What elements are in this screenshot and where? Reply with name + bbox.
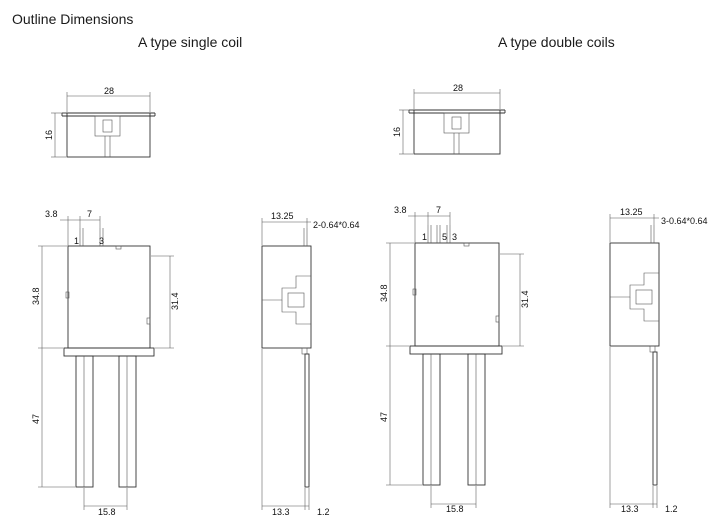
single-pin-pitch-label: 7 xyxy=(87,209,92,219)
double-body-height-label: 34.8 xyxy=(379,284,389,302)
double-pin-c-label: 3 xyxy=(452,232,457,242)
single-top-height-label: 16 xyxy=(44,130,54,140)
double-inner-height-label: 31.4 xyxy=(520,290,530,308)
single-side-bottom-depth-label: 13.3 xyxy=(272,507,290,517)
single-side-depth-label: 13.25 xyxy=(271,211,294,221)
double-side-view: 13.25 3-0.64*0.64 13.3 1.2 xyxy=(609,207,708,514)
single-top-width-label: 28 xyxy=(104,86,114,96)
double-front-view: 1 5 3 3.8 7 34.8 47 31.4 15.8 xyxy=(379,205,530,514)
double-side-thickness-label: 1.2 xyxy=(665,504,678,514)
single-side-view: 13.25 2-0.64*0.64 13.3 1.2 xyxy=(261,211,360,517)
double-coils-heading: A type double coils xyxy=(498,34,615,50)
double-pin-a-label: 1 xyxy=(422,232,427,242)
single-coil-heading: A type single coil xyxy=(138,34,243,50)
double-pin-b-label: 5 xyxy=(442,232,447,242)
single-inner-height-label: 31.4 xyxy=(170,292,180,310)
double-top-width-label: 28 xyxy=(453,83,463,93)
double-terminal-span-label: 15.8 xyxy=(446,504,464,514)
single-side-pin-spec-label: 2-0.64*0.64 xyxy=(313,220,360,230)
single-side-thickness-label: 1.2 xyxy=(317,507,330,517)
single-terminal-length-label: 47 xyxy=(31,414,41,424)
single-terminal-span-label: 15.8 xyxy=(98,507,116,517)
double-side-depth-label: 13.25 xyxy=(620,207,643,217)
double-top-view: 28 16 xyxy=(392,83,506,155)
single-body-height-label: 34.8 xyxy=(31,287,41,305)
page-heading: Outline Dimensions xyxy=(12,11,134,27)
single-pin-offset-label: 3.8 xyxy=(45,209,58,219)
double-pin-offset-label: 3.8 xyxy=(394,205,407,215)
double-side-pin-spec-label: 3-0.64*0.64 xyxy=(661,216,708,226)
single-pin-a-label: 1 xyxy=(74,236,79,246)
double-pin-pitch-label: 7 xyxy=(436,205,441,215)
double-terminal-length-label: 47 xyxy=(379,412,389,422)
single-top-view: 28 16 xyxy=(44,86,156,158)
double-top-height-label: 16 xyxy=(392,127,402,137)
single-front-view: 1 3 3.8 7 34.8 47 31.4 15.8 xyxy=(31,209,180,517)
single-pin-b-label: 3 xyxy=(99,236,104,246)
double-side-bottom-depth-label: 13.3 xyxy=(621,504,639,514)
